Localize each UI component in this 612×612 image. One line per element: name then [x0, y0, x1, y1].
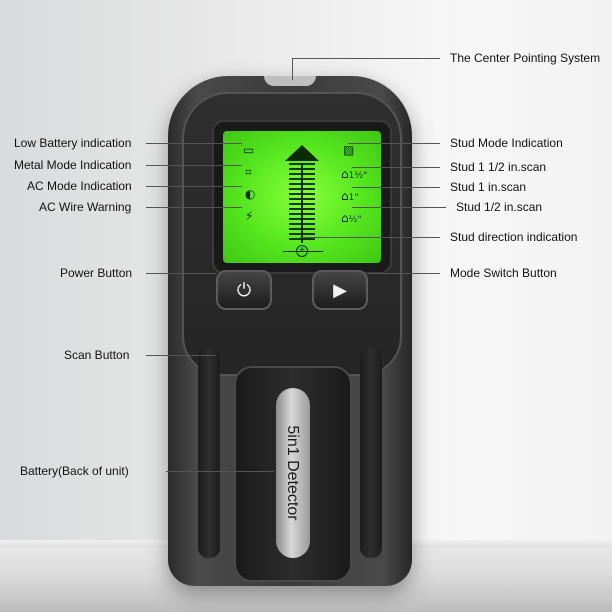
handle-scan-area[interactable]: 5in1 Detector: [234, 366, 352, 582]
label-ac-wire: AC Wire Warning: [39, 200, 132, 214]
label-scan-button: Scan Button: [64, 348, 130, 362]
leader-battery: [166, 471, 274, 472]
label-center-pointing: The Center Pointing System: [450, 51, 601, 65]
lcd-screen: ▭ ⌗ ◐ ⚡ + ▨ ⌂1½": [223, 131, 381, 263]
scale-arrow-icon: [285, 145, 319, 161]
mode-switch-button[interactable]: ▶: [312, 270, 368, 310]
label-stud-mode: Stud Mode Indication: [450, 136, 563, 150]
label-power-button: Power Button: [60, 266, 133, 280]
leader-scan: [146, 355, 216, 356]
device-face: ▭ ⌗ ◐ ⚡ + ▨ ⌂1½": [182, 92, 402, 376]
play-icon: ▶: [333, 280, 347, 300]
lightning-icon: ⚡: [245, 209, 254, 223]
product-label-pill: 5in1 Detector: [276, 388, 310, 558]
scale-center-line: [301, 163, 303, 243]
leader-stud-0-5: [352, 207, 446, 208]
center-pointing-notch: [264, 76, 316, 86]
label-low-battery: Low Battery indication: [14, 136, 132, 150]
leader-mode-switch: [368, 273, 440, 274]
stud-0-5-indicator: ⌂½": [341, 211, 362, 225]
leader-power: [146, 273, 216, 274]
leader-center-horizontal: [292, 58, 440, 59]
battery-icon: ▭: [243, 143, 255, 157]
label-stud-0-5: Stud 1/2 in.scan: [456, 200, 543, 214]
stud-icon: ▨: [343, 143, 355, 157]
leader-stud-mode: [348, 143, 440, 144]
stud-small-icon: ⌂: [341, 189, 349, 203]
stud-1-text: 1": [348, 193, 359, 203]
left-grip: [198, 348, 220, 558]
stud-small-icon: ⌂: [341, 211, 349, 225]
label-metal-mode: Metal Mode Indication: [14, 158, 132, 172]
power-icon: ⏻: [236, 280, 252, 300]
leader-stud-1: [352, 187, 440, 188]
leader-ac-mode: [146, 186, 242, 187]
stud-detector-device: ▭ ⌗ ◐ ⚡ + ▨ ⌂1½": [168, 76, 412, 586]
leader-low-battery: [146, 143, 242, 144]
label-stud-1-5: Stud 1 1/2 in.scan: [450, 160, 547, 174]
label-ac-mode: AC Mode Indication: [27, 179, 132, 193]
right-grip: [360, 348, 382, 558]
label-stud-1: Stud 1 in.scan: [450, 180, 527, 194]
stud-1-indicator: ⌂1": [341, 189, 359, 203]
stud-1-5-indicator: ⌂1½": [341, 167, 367, 181]
product-name: 5in1 Detector: [284, 425, 301, 521]
stud-0-5-text: ½": [348, 215, 362, 225]
power-button[interactable]: ⏻: [216, 270, 272, 310]
signal-scale: [285, 145, 319, 245]
metal-icon: ⌗: [245, 165, 252, 179]
label-battery: Battery(Back of unit): [20, 464, 129, 478]
lcd-bezel: ▭ ⌗ ◐ ⚡ + ▨ ⌂1½": [212, 120, 392, 274]
stud-1-5-text: 1½": [348, 171, 368, 181]
ac-icon: ◐: [245, 187, 256, 201]
label-mode-switch: Mode Switch Button: [450, 266, 557, 280]
leader-stud-direction: [300, 237, 440, 238]
leader-stud-1-5: [352, 167, 440, 168]
leader-ac-wire: [146, 207, 242, 208]
center-crosshair-icon: +: [283, 245, 323, 259]
label-stud-direction: Stud direction indication: [450, 230, 578, 244]
leader-center-vertical: [292, 58, 293, 80]
leader-metal-mode: [146, 165, 242, 166]
stud-small-icon: ⌂: [341, 167, 349, 181]
